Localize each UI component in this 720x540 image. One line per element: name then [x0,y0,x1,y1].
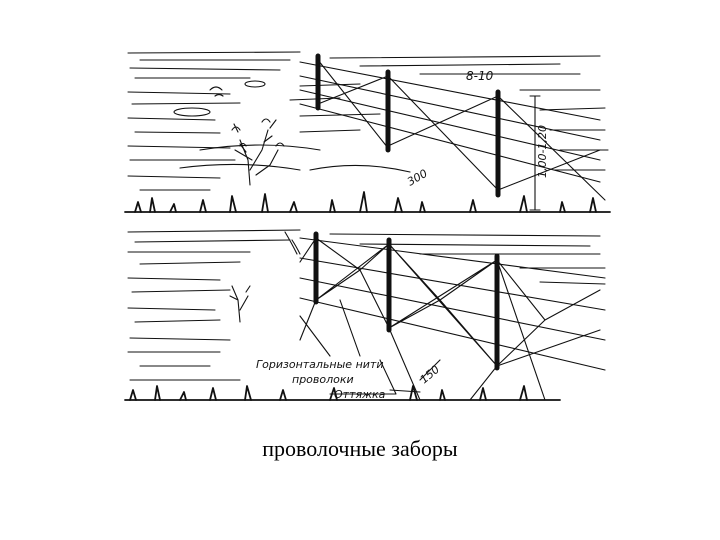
spacing-label: 8-10 [466,69,494,83]
note-leaders [299,299,441,395]
upper-horizontal-wires [299,61,601,183]
upper-field-hatching [127,51,609,191]
lower-bush-drawing [229,285,251,323]
upper-cross-wires [317,59,606,201]
lower-ground-grass [124,385,561,401]
angle-label: 150 [418,363,442,386]
horizontal-wires-note: Горизонтальные нити [256,358,383,371]
horizontal-wires-note-2: проволоки [292,373,354,386]
post-depth-label: 300 [405,167,430,189]
lower-field-hatching [127,229,606,381]
height-dimension-line [529,95,541,211]
lower-stay-wires [299,237,601,401]
stake-note: Оттяжка [334,388,386,401]
figure-caption: проволочные заборы [262,436,458,461]
upper-fence-sketch: 8-10 1,00-1,20 300 [124,51,611,213]
bush-drawing [231,118,285,186]
lower-fence-sketch: Горизонтальные нити проволоки Оттяжка 15… [124,229,606,401]
lower-horizontal-wires [299,237,606,371]
upper-ground-grass [124,191,611,213]
height-label: 1,00-1,20 [536,125,549,178]
